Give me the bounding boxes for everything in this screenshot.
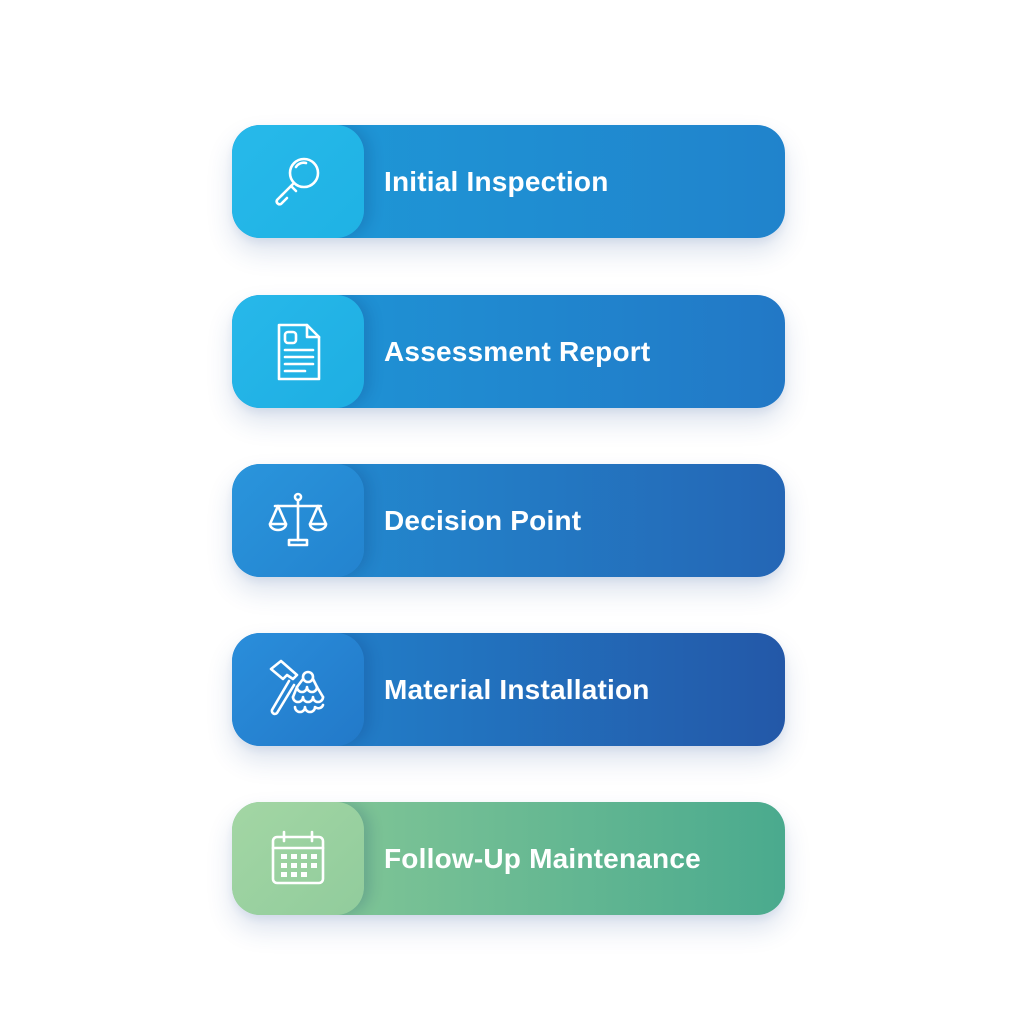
step-icon-box [232, 633, 364, 746]
step-label: Initial Inspection [384, 165, 609, 197]
step-label: Decision Point [384, 504, 582, 536]
step-label: Material Installation [384, 673, 650, 705]
balance-scale-icon [268, 492, 328, 546]
step-decision-point: Decision Point [232, 464, 785, 577]
calendar-icon [271, 830, 325, 884]
document-icon [277, 323, 321, 380]
step-assessment-report: Assessment Report [232, 295, 785, 408]
step-icon-box [232, 125, 364, 238]
step-icon-box [232, 295, 364, 408]
step-initial-inspection: Initial Inspection [232, 125, 785, 238]
step-icon-box [232, 802, 364, 915]
process-steps: Initial Inspection Assessment Report [232, 125, 785, 975]
step-label: Assessment Report [384, 335, 651, 367]
step-material-installation: Material Installation [232, 633, 785, 746]
step-icon-box [232, 464, 364, 577]
step-follow-up-maintenance: Follow-Up Maintenance [232, 802, 785, 915]
magnifier-icon [275, 157, 320, 206]
step-label: Follow-Up Maintenance [384, 842, 701, 874]
hammer-shingles-icon [269, 659, 325, 715]
